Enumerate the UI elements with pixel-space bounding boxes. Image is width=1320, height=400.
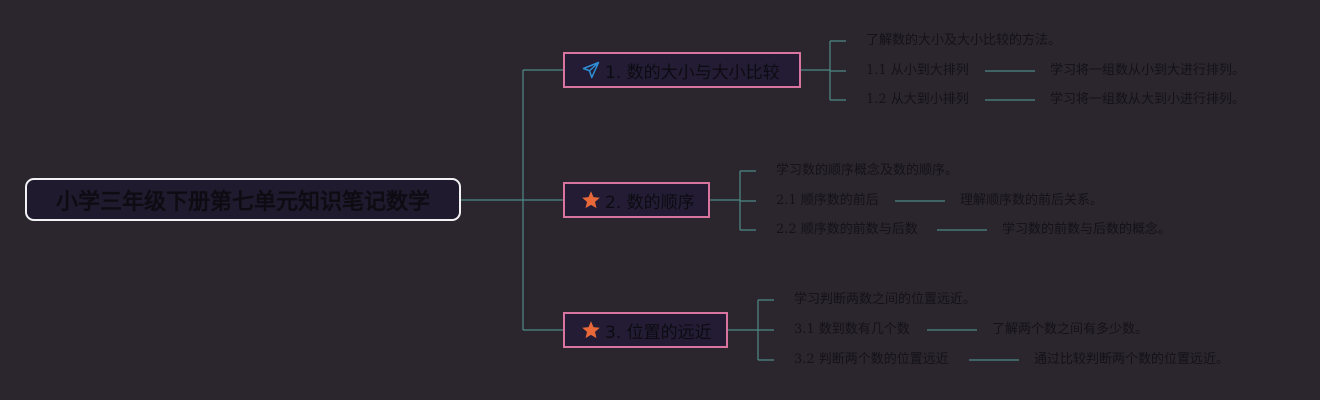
branch-2-sub-1-label: 2.1 顺序数的前后 <box>776 193 879 208</box>
branch-3-intro: 学习判断两数之间的位置远近。 <box>794 292 977 307</box>
branch-2-sub-2-label: 2.2 顺序数的前数与后数 <box>776 222 918 237</box>
branch-3-sub-2-label: 3.2 判断两个数的位置远近 <box>794 352 949 367</box>
branch-topic-3[interactable]: 3. 位置的远近 <box>563 312 728 348</box>
branch-2-sub-1-desc: 理解顺序数的前后关系。 <box>960 193 1104 208</box>
branch-topic-1-label: 1. 数的大小与大小比较 <box>605 62 780 83</box>
branch-2-sub-connector <box>710 170 756 231</box>
branch-1-sub-2-desc: 学习将一组数从大到小进行排列。 <box>1050 92 1246 107</box>
branch-3-sub-1-label: 3.1 数到数有几个数 <box>794 322 910 337</box>
branch-1-sub-2-label: 1.2 从大到小排列 <box>866 92 969 107</box>
branch-2-intro: 学习数的顺序概念及数的顺序。 <box>776 163 959 178</box>
branch-1-sub-1-label: 1.1 从小到大排列 <box>866 63 969 78</box>
star-icon <box>581 190 601 210</box>
branch-topic-3-label: 3. 位置的远近 <box>605 322 712 343</box>
branch-1-sub-1-desc: 学习将一组数从小到大进行排列。 <box>1050 63 1246 78</box>
branch-topic-2[interactable]: 2. 数的顺序 <box>563 182 710 218</box>
root-topic[interactable]: 小学三年级下册第七单元知识笔记数学 <box>25 178 461 221</box>
branch-topic-1[interactable]: 1. 数的大小与大小比较 <box>563 52 801 88</box>
branch-3-sub-2-desc: 通过比较判断两个数的位置远近。 <box>1034 352 1230 367</box>
branch-1-intro: 了解数的大小及大小比较的方法。 <box>866 33 1062 48</box>
branch-3-sub-connector <box>728 299 774 361</box>
branch-2-sub-2-desc: 学习数的前数与后数的概念。 <box>1002 222 1172 237</box>
branch-topic-2-label: 2. 数的顺序 <box>605 192 695 213</box>
star-icon <box>581 320 601 340</box>
root-topic-label: 小学三年级下册第七单元知识笔记数学 <box>55 189 430 215</box>
branch-1-sub-connector <box>800 40 846 101</box>
paper-plane-icon <box>581 60 601 80</box>
branch-3-sub-1-desc: 了解两个数之间有多少数。 <box>992 322 1149 337</box>
